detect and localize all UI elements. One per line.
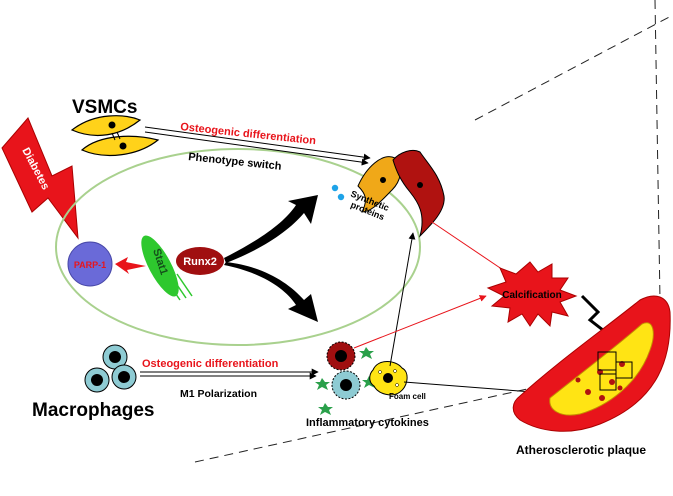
runx2-branch-arrows [224, 195, 318, 322]
runx2-label: Runx2 [183, 256, 217, 268]
diabetes-bolt: Diabetes [1, 117, 79, 240]
vsmc-arrows [144, 126, 371, 166]
plaque-vessel [512, 295, 671, 432]
stat1-node: Stat1 [141, 235, 193, 301]
dashed-frame-lines [194, 0, 673, 463]
parp1-label: PARP-1 [74, 260, 106, 270]
vsmc-cells [70, 115, 160, 157]
calcification-arrows [353, 221, 519, 349]
macrophages-label: Macrophages [32, 400, 154, 421]
plaque-label: Atherosclerotic plaque [516, 443, 646, 457]
macrophage-cells [84, 344, 137, 393]
calcification-burst: Calcification [486, 261, 578, 328]
osteogenic-top-label: Osteogenic differentiation [180, 121, 317, 147]
switched-vsmc-cells [357, 149, 445, 238]
foam-to-vsmc-arrow [389, 232, 416, 367]
foam-cell-label: Foam cell [389, 392, 426, 401]
parp1-node: PARP-1 [67, 241, 113, 287]
plaque-cells [575, 361, 625, 401]
phenotype-switch-label: Phenotype switch [188, 151, 283, 173]
osteogenic-bottom-label: Osteogenic differentiation [142, 358, 279, 370]
inflammatory-cytokines-label: Inflammatory cytokines [306, 417, 429, 429]
calcification-label: Calcification [502, 290, 561, 301]
m1-polarization-label: M1 Polarization [180, 388, 257, 400]
foam-cell [369, 361, 408, 396]
parp-to-stat1-arrow [115, 257, 146, 274]
nucleus-ellipse [55, 148, 421, 346]
macrophage-arrows [140, 368, 319, 380]
runx2-node: Runx2 [176, 247, 224, 275]
inflammatory-macrophages [326, 341, 361, 400]
vsmcs-label: VSMCs [72, 97, 137, 118]
